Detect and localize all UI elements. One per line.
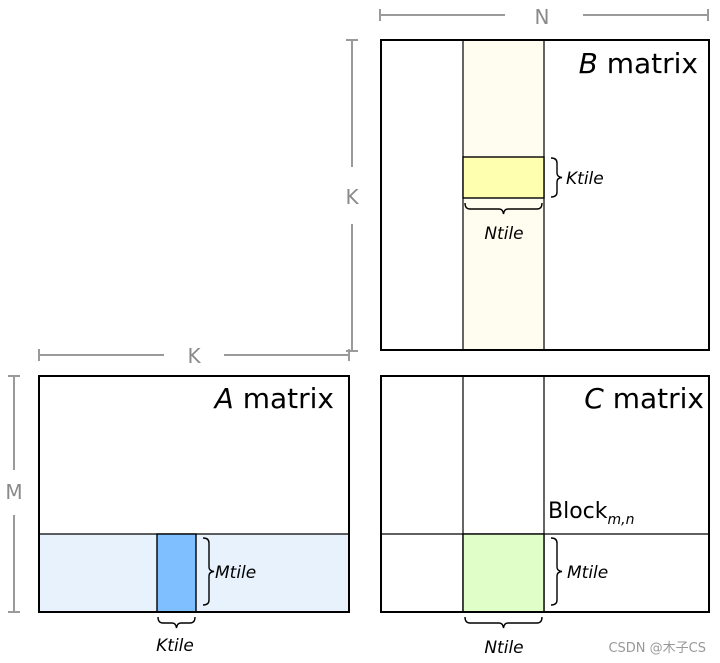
b-tile xyxy=(462,156,545,199)
a-mtile-label: Mtile xyxy=(215,563,256,583)
k-side-dimension-label: K xyxy=(345,185,359,209)
b-ntile-label: Ntile xyxy=(484,224,523,244)
k-bottom-dimension-label: K xyxy=(187,344,201,368)
a-mtile-brace xyxy=(202,537,215,606)
c-ntile-brace xyxy=(464,616,543,629)
b-matrix-title: B matrix xyxy=(579,47,698,80)
b-matrix-frame xyxy=(380,39,710,351)
a-ktile-brace xyxy=(157,616,196,629)
b-ktile-label: Ktile xyxy=(566,169,604,189)
c-block-tile xyxy=(462,533,545,613)
n-dimension-indicator: N xyxy=(379,5,709,29)
n-dimension-label: N xyxy=(535,5,550,29)
a-tile xyxy=(156,533,197,613)
c-mtile-label: Mtile xyxy=(567,563,608,583)
m-dimension-label: M xyxy=(5,480,22,504)
c-mtile-brace xyxy=(550,537,563,606)
k-bottom-dimension-indicator: K xyxy=(38,344,350,368)
b-matrix: B matrix Ktile Ntile xyxy=(380,39,710,351)
b-ntile-brace xyxy=(464,202,543,215)
block-mn-label: Blockm,n xyxy=(548,499,634,528)
a-ktile-label: Ktile xyxy=(156,636,194,656)
m-dimension-indicator: M xyxy=(5,375,23,613)
c-ntile-label: Ntile xyxy=(484,638,523,658)
b-ktile-brace xyxy=(550,157,563,198)
a-matrix-title: A matrix xyxy=(213,382,334,415)
watermark: CSDN @木子CS xyxy=(608,641,706,656)
c-matrix-title: C matrix xyxy=(584,382,704,415)
c-matrix: C matrix Blockm,n Mtile Ntile xyxy=(380,375,710,658)
a-matrix: A matrix Mtile Ktile xyxy=(38,375,350,656)
k-side-dimension-indicator: K xyxy=(345,39,359,352)
